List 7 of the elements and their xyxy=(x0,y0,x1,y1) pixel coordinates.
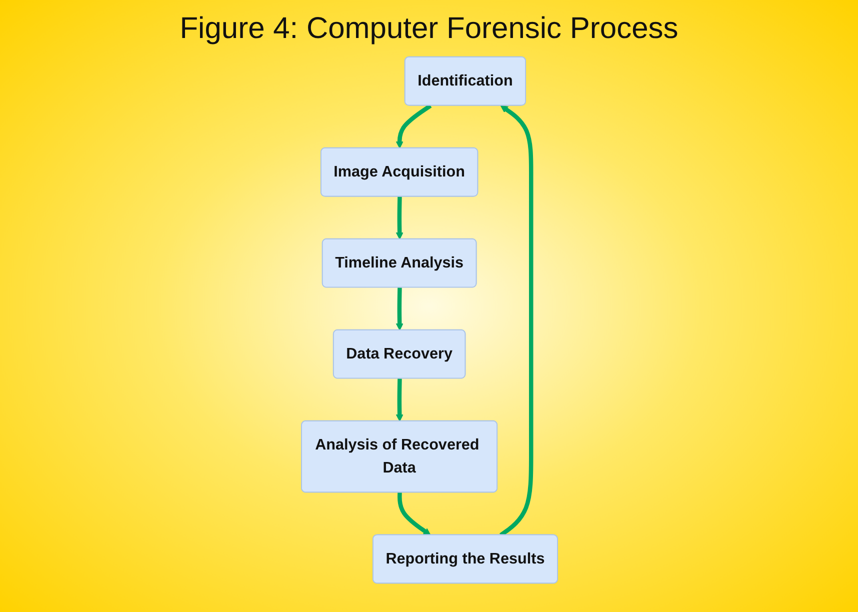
arrow xyxy=(395,378,403,422)
diagram-title: Figure 4: Computer Forensic Process xyxy=(180,12,678,46)
arrow xyxy=(395,104,432,149)
arrow xyxy=(395,196,403,240)
arrow xyxy=(499,105,533,537)
arrow xyxy=(395,288,403,331)
arrow xyxy=(397,492,430,536)
